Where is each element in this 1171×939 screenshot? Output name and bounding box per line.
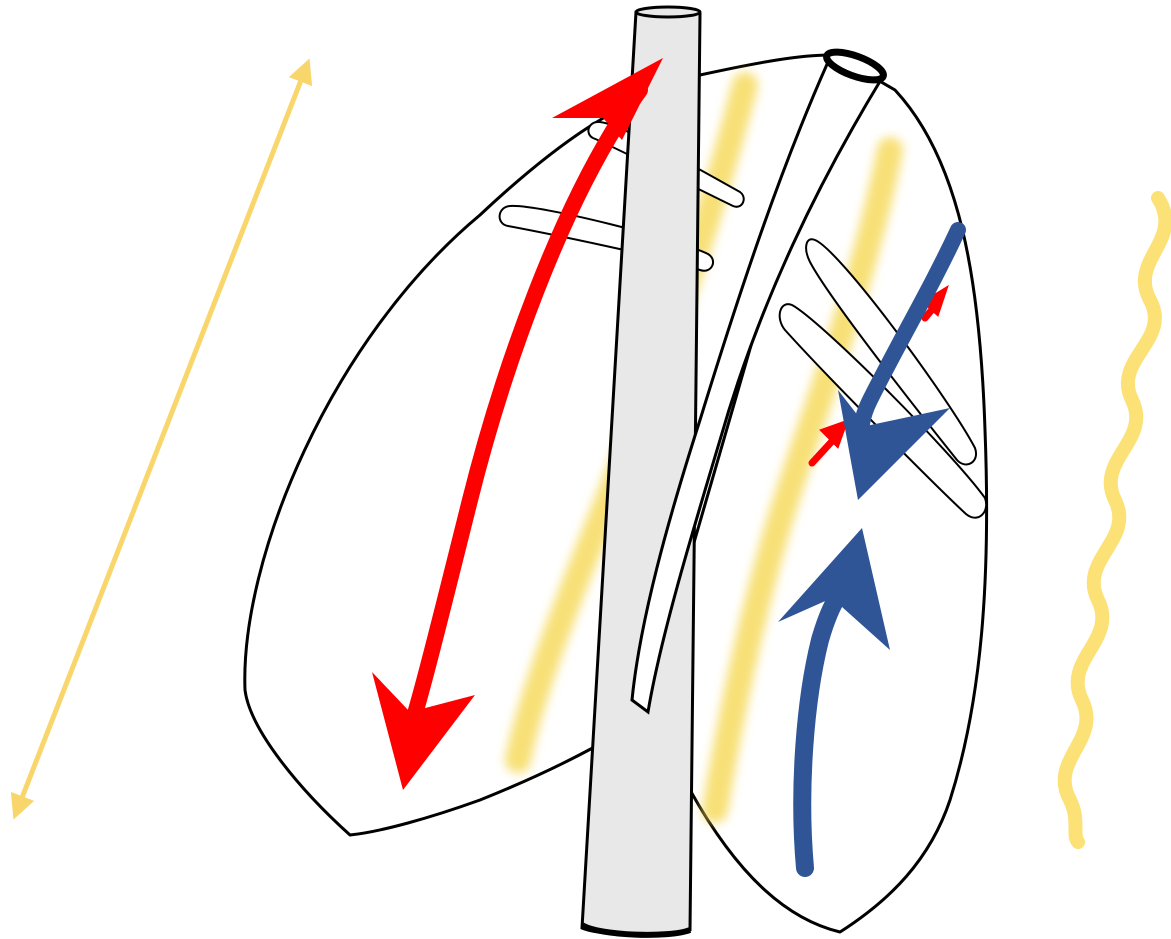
yellow-wavy-line — [1065, 198, 1166, 842]
